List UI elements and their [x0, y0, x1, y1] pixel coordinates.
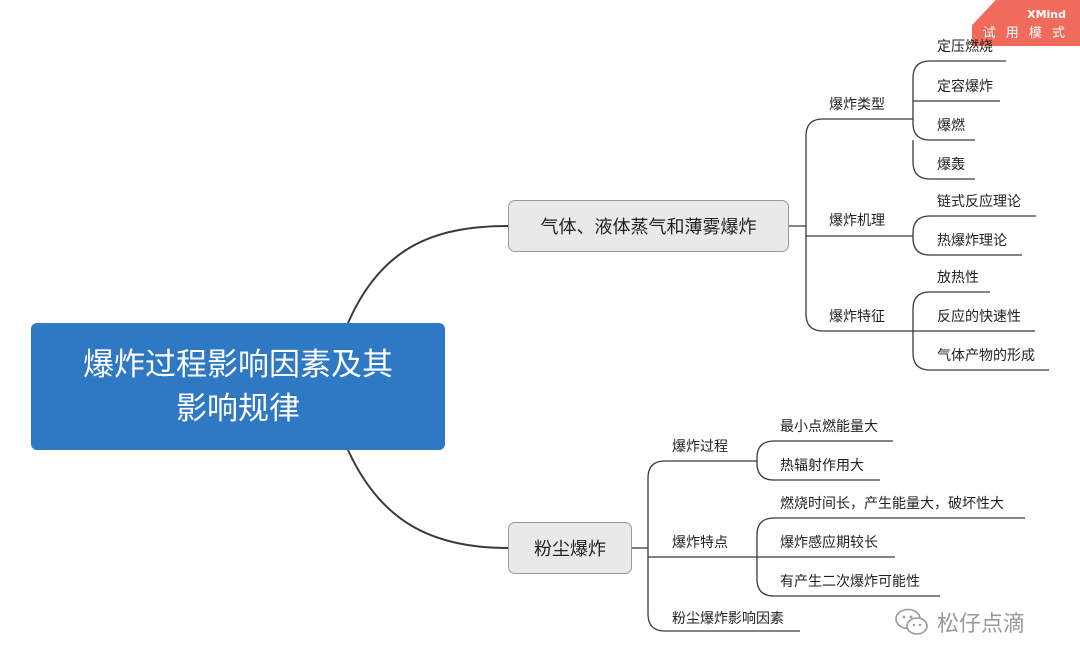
leaf-long-induction[interactable]: 爆炸感应期较长 [780, 535, 878, 551]
leaf-thermal-explosion[interactable]: 热爆炸理论 [937, 233, 1007, 249]
subtopic-dust-characteristics[interactable]: 爆炸特点 [672, 535, 728, 551]
connector-b2g1-leaves [742, 440, 893, 481]
subtopic-explosion-features[interactable]: 爆炸特征 [829, 309, 885, 325]
connector-b2g2-leaves [742, 517, 1025, 597]
connector-root-branch1 [347, 225, 509, 324]
badge-brand: XMind [1027, 8, 1066, 21]
connector-g2-leaves [893, 215, 1036, 256]
leaf-min-ignition-energy[interactable]: 最小点燃能量大 [780, 419, 878, 435]
leaf-gas-products[interactable]: 气体产物的形成 [937, 348, 1035, 364]
trial-mode-badge: XMind 试 用 模 式 [972, 0, 1080, 46]
connector-g3-leaves [893, 291, 1049, 371]
subtopic-dust-factors[interactable]: 粉尘爆炸影响因素 [672, 611, 784, 627]
leaf-constant-volume[interactable]: 定容爆炸 [937, 79, 993, 95]
wechat-icon [895, 608, 928, 635]
connector-b1-group1 [805, 118, 893, 226]
wechat-watermark: 松仔点滴 [895, 606, 1025, 638]
connector-b1-group3 [805, 236, 893, 332]
leaf-heat-radiation[interactable]: 热辐射作用大 [780, 458, 864, 474]
connector-g1-leaves [893, 60, 1006, 180]
leaf-constant-pressure[interactable]: 定压燃烧 [937, 39, 993, 55]
leaf-secondary-explosion[interactable]: 有产生二次爆炸可能性 [780, 574, 920, 590]
root-topic-line2: 影响规律 [176, 390, 300, 427]
subtopic-dust-process[interactable]: 爆炸过程 [672, 439, 728, 455]
leaf-chain-reaction[interactable]: 链式反应理论 [937, 194, 1021, 210]
leaf-long-burning[interactable]: 燃烧时间长，产生能量大，破坏性大 [780, 496, 1004, 512]
leaf-exothermic[interactable]: 放热性 [937, 270, 979, 286]
watermark-text: 松仔点滴 [937, 612, 1026, 637]
main-topic-gas-explosion[interactable]: 气体、液体蒸气和薄雾爆炸 [508, 200, 789, 252]
root-topic[interactable]: 爆炸过程影响因素及其 影响规律 [31, 323, 445, 450]
leaf-detonation[interactable]: 爆轰 [937, 157, 965, 173]
badge-mode: 试 用 模 式 [982, 26, 1068, 41]
leaf-deflagration[interactable]: 爆燃 [937, 118, 965, 134]
connector-root-branch2 [347, 449, 509, 549]
leaf-rapid-reaction[interactable]: 反应的快速性 [937, 309, 1021, 325]
main-topic-dust-explosion[interactable]: 粉尘爆炸 [508, 522, 632, 574]
connector-b2-group3 [647, 557, 800, 632]
subtopic-explosion-type[interactable]: 爆炸类型 [829, 97, 885, 113]
root-topic-line1: 爆炸过程影响因素及其 [83, 346, 393, 383]
connector-b2-group1 [647, 460, 742, 548]
subtopic-explosion-mechanism[interactable]: 爆炸机理 [829, 213, 885, 229]
